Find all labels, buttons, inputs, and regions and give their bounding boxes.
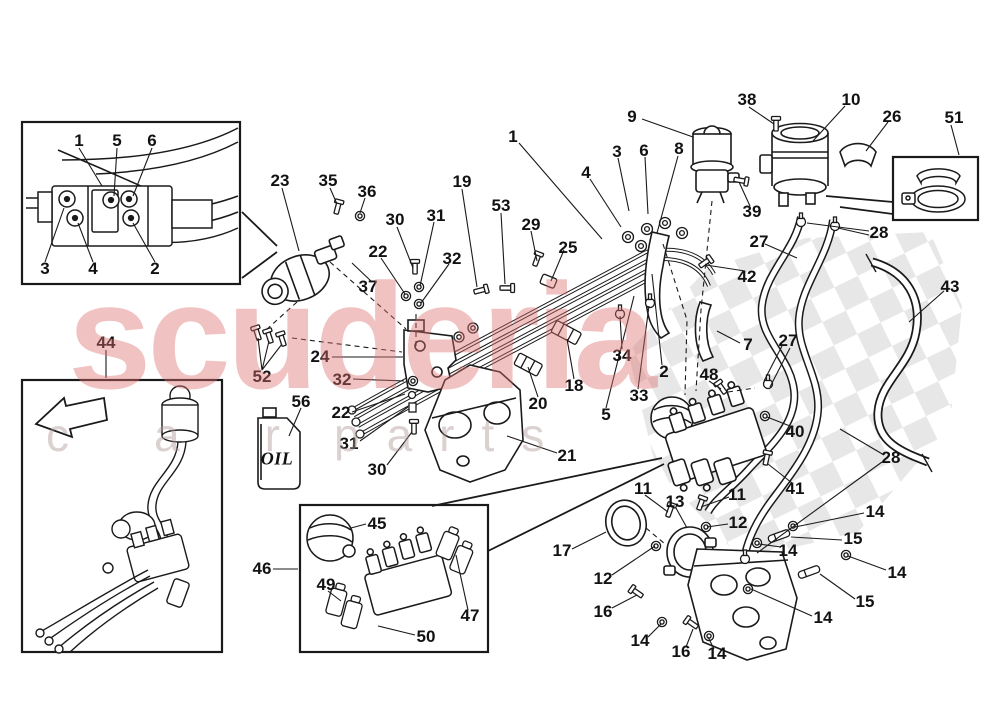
callout-5: 5: [601, 405, 611, 424]
callout-29: 29: [521, 215, 541, 234]
pointer-wedges: [241, 195, 894, 552]
inset-box-assembly-overview: [20, 378, 224, 654]
callout-11: 11: [728, 485, 746, 504]
callout-43: 43: [940, 277, 960, 296]
callout-25: 25: [558, 238, 578, 257]
callout-36: 36: [357, 182, 377, 201]
oil-jug-label: OIL: [260, 448, 294, 469]
callout-23: 23: [270, 171, 290, 190]
bracket-plate: [687, 548, 798, 661]
callout-47: 47: [460, 606, 480, 625]
callout-22: 22: [368, 242, 388, 261]
callout-14: 14: [813, 608, 833, 627]
callout-20: 20: [528, 394, 548, 413]
callout-1: 1: [508, 127, 518, 146]
steering-pump-23: [261, 235, 345, 306]
electric-pump-9: [690, 125, 740, 204]
callout-50: 50: [416, 627, 436, 646]
valve-block-assembly: [650, 381, 767, 492]
callout-44: 44: [96, 333, 116, 352]
callout-14: 14: [778, 541, 798, 560]
callout-39: 39: [742, 202, 762, 221]
pipe-strap-bracket: [644, 231, 671, 340]
main-artwork: [249, 115, 933, 661]
callout-21: 21: [557, 446, 577, 465]
seal-ring-17: [604, 499, 648, 547]
callout-40: 40: [785, 422, 805, 441]
callout-28: 28: [881, 448, 901, 467]
callout-22: 22: [331, 403, 351, 422]
callout-42: 42: [737, 267, 757, 286]
callout-1: 1: [74, 131, 84, 150]
callout-53: 53: [491, 196, 511, 215]
hoses: [704, 216, 837, 561]
callout-12: 12: [728, 513, 748, 532]
callout-2: 2: [659, 362, 669, 381]
leader-lines: [44, 105, 960, 650]
callout-14: 14: [630, 631, 650, 650]
construction-lines: [265, 200, 756, 545]
callout-41: 41: [785, 479, 805, 498]
callout-9: 9: [627, 107, 637, 126]
callout-16: 16: [593, 602, 613, 621]
inset-box-clamp: [891, 155, 980, 222]
callout-15: 15: [855, 592, 875, 611]
support-bracket-21: [424, 364, 524, 483]
callout-31: 31: [339, 434, 359, 453]
callout-6: 6: [147, 131, 157, 150]
callout-34: 34: [612, 346, 632, 365]
callout-52: 52: [252, 367, 272, 386]
callout-8: 8: [674, 139, 684, 158]
callout-27: 27: [749, 232, 769, 251]
callout-30: 30: [385, 210, 405, 229]
callout-33: 33: [629, 386, 649, 405]
callout-7: 7: [743, 335, 753, 354]
callout-4: 4: [88, 259, 98, 278]
callout-37: 37: [358, 277, 378, 296]
callout-14: 14: [865, 502, 885, 521]
callout-14: 14: [887, 563, 907, 582]
hose-43: [865, 253, 933, 473]
callout-35: 35: [318, 171, 338, 190]
callout-5: 5: [112, 131, 122, 150]
callout-16: 16: [671, 642, 691, 661]
callout-6: 6: [639, 141, 649, 160]
callout-28: 28: [869, 223, 889, 242]
callout-3: 3: [40, 259, 50, 278]
callout-38: 38: [737, 90, 757, 109]
callout-15: 15: [843, 529, 863, 548]
inset-box-junction-detail: [20, 120, 242, 286]
callout-32: 32: [332, 370, 352, 389]
callout-17: 17: [552, 541, 572, 560]
callout-30: 30: [367, 460, 387, 479]
callout-56: 56: [291, 392, 311, 411]
callout-45: 45: [367, 514, 387, 533]
callout-19: 19: [452, 172, 472, 191]
callout-2: 2: [150, 259, 160, 278]
callout-14: 14: [707, 644, 727, 663]
callout-10: 10: [841, 90, 861, 109]
callout-46: 46: [252, 559, 272, 578]
callout-12: 12: [593, 569, 613, 588]
callout-32: 32: [442, 249, 462, 268]
callout-18: 18: [564, 376, 584, 395]
shield-strip: [694, 301, 715, 363]
callout-4: 4: [581, 163, 591, 182]
callout-13: 13: [665, 492, 685, 511]
callout-3: 3: [612, 142, 622, 161]
inset-box-valve-kit: [298, 503, 490, 654]
callout-49: 49: [316, 575, 336, 594]
fluid-reservoir-10: [759, 122, 829, 207]
callout-24: 24: [310, 347, 330, 366]
callout-11: 11: [634, 479, 652, 498]
callout-48: 48: [699, 365, 719, 384]
callout-51: 51: [944, 108, 964, 127]
callout-31: 31: [426, 206, 446, 225]
direction-arrow-icon: [34, 396, 109, 439]
callout-26: 26: [882, 107, 902, 126]
callout-27: 27: [778, 331, 798, 350]
